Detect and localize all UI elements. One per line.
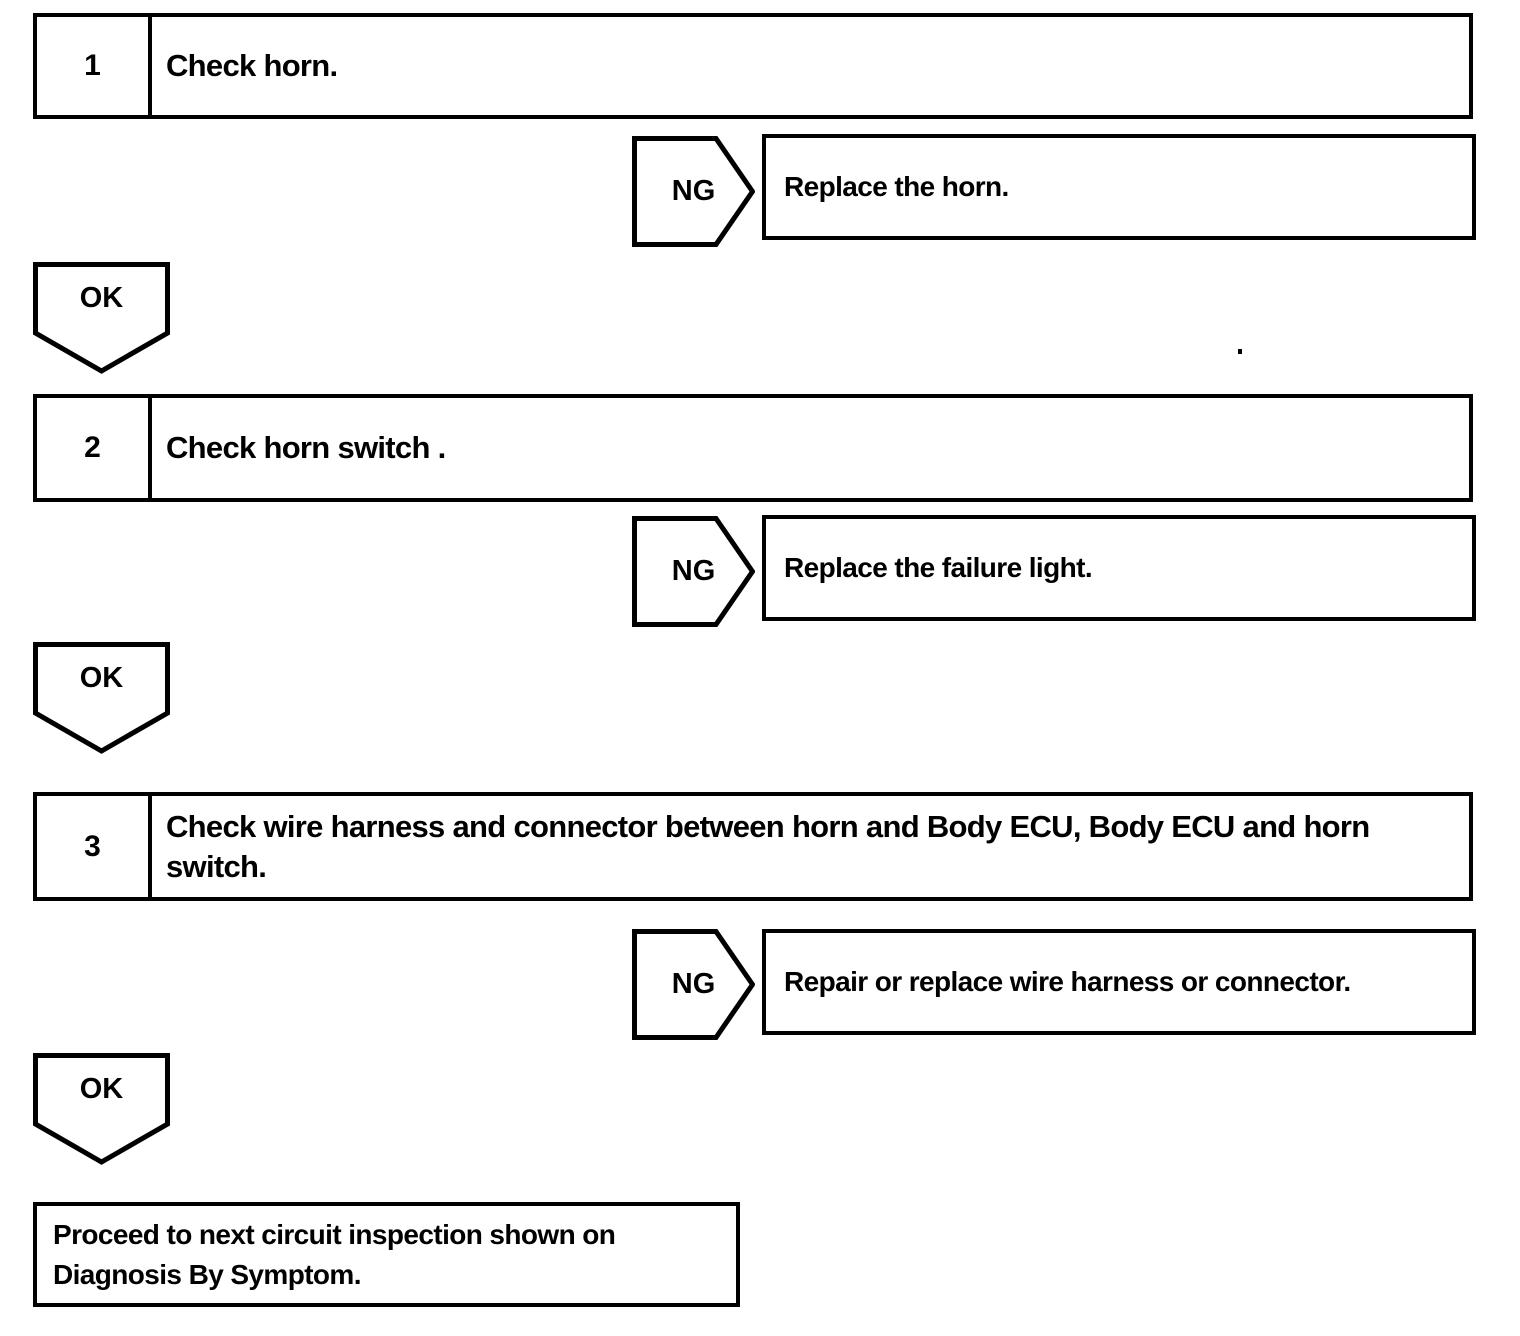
step-1-instruction: Check horn. — [166, 48, 338, 83]
step-3-box: 3 Check wire harness and connector betwe… — [33, 792, 1473, 901]
step-3-instruction: Check wire harness and connector between… — [166, 808, 1370, 884]
ok-arrow-1: OK — [33, 262, 170, 374]
ng-result-3-box: Repair or replace wire harness or connec… — [762, 929, 1476, 1035]
ok-arrow-shape — [33, 262, 170, 374]
ok-label: OK — [79, 282, 124, 314]
ok-arrow-shape — [33, 642, 170, 754]
ok-arrow-3: OK — [33, 1053, 170, 1165]
step-1-number: 1 — [37, 17, 152, 115]
ng-result-3-text: Repair or replace wire harness or connec… — [784, 966, 1351, 997]
ng-arrow-shape — [632, 929, 755, 1040]
ng-label: NG — [671, 968, 716, 1000]
step-1-box: 1 Check horn. — [33, 13, 1473, 119]
ng-result-2-text: Replace the failure light. — [784, 552, 1093, 583]
step-2-box: 2 Check horn switch . — [33, 394, 1473, 502]
final-action-text: Proceed to next circuit inspection shown… — [53, 1218, 616, 1290]
step-2-instruction: Check horn switch . — [166, 430, 446, 465]
ng-result-2-box: Replace the failure light. — [762, 515, 1476, 621]
step-2-number: 2 — [37, 398, 152, 498]
ng-arrow-2: NG — [632, 516, 755, 627]
final-action-box: Proceed to next circuit inspection shown… — [33, 1202, 740, 1307]
ng-arrow-shape — [632, 516, 755, 627]
ok-arrow-shape — [33, 1053, 170, 1165]
ng-arrow-shape — [632, 136, 755, 247]
ng-arrow-1: NG — [632, 136, 755, 247]
ok-label: OK — [79, 662, 124, 694]
ng-label: NG — [671, 555, 716, 587]
ng-label: NG — [671, 175, 716, 207]
ok-arrow-2: OK — [33, 642, 170, 754]
step-3-number: 3 — [37, 796, 152, 897]
scan-artifact-speck — [1238, 349, 1242, 354]
ng-result-1-text: Replace the horn. — [784, 171, 1009, 202]
ok-label: OK — [79, 1073, 124, 1105]
ng-arrow-3: NG — [632, 929, 755, 1040]
ng-result-1-box: Replace the horn. — [762, 134, 1476, 240]
